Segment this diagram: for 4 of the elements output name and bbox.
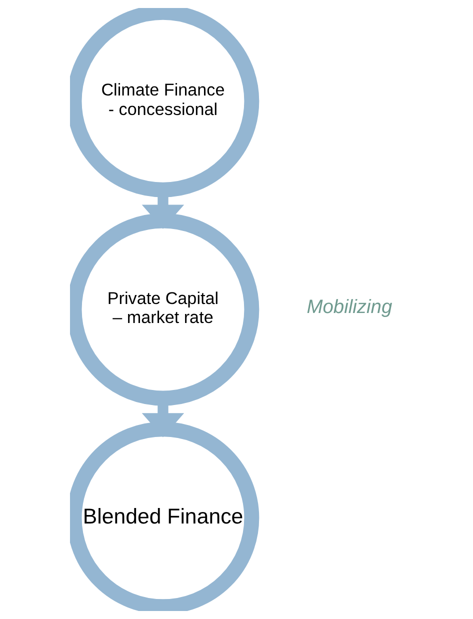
node-circle: Climate Finance - concessional — [70, 8, 259, 198]
node-circle: Blended Finance — [70, 422, 259, 611]
label: Mobilizing — [306, 297, 392, 318]
node-circle: Private Capital – market rate — [70, 213, 259, 406]
